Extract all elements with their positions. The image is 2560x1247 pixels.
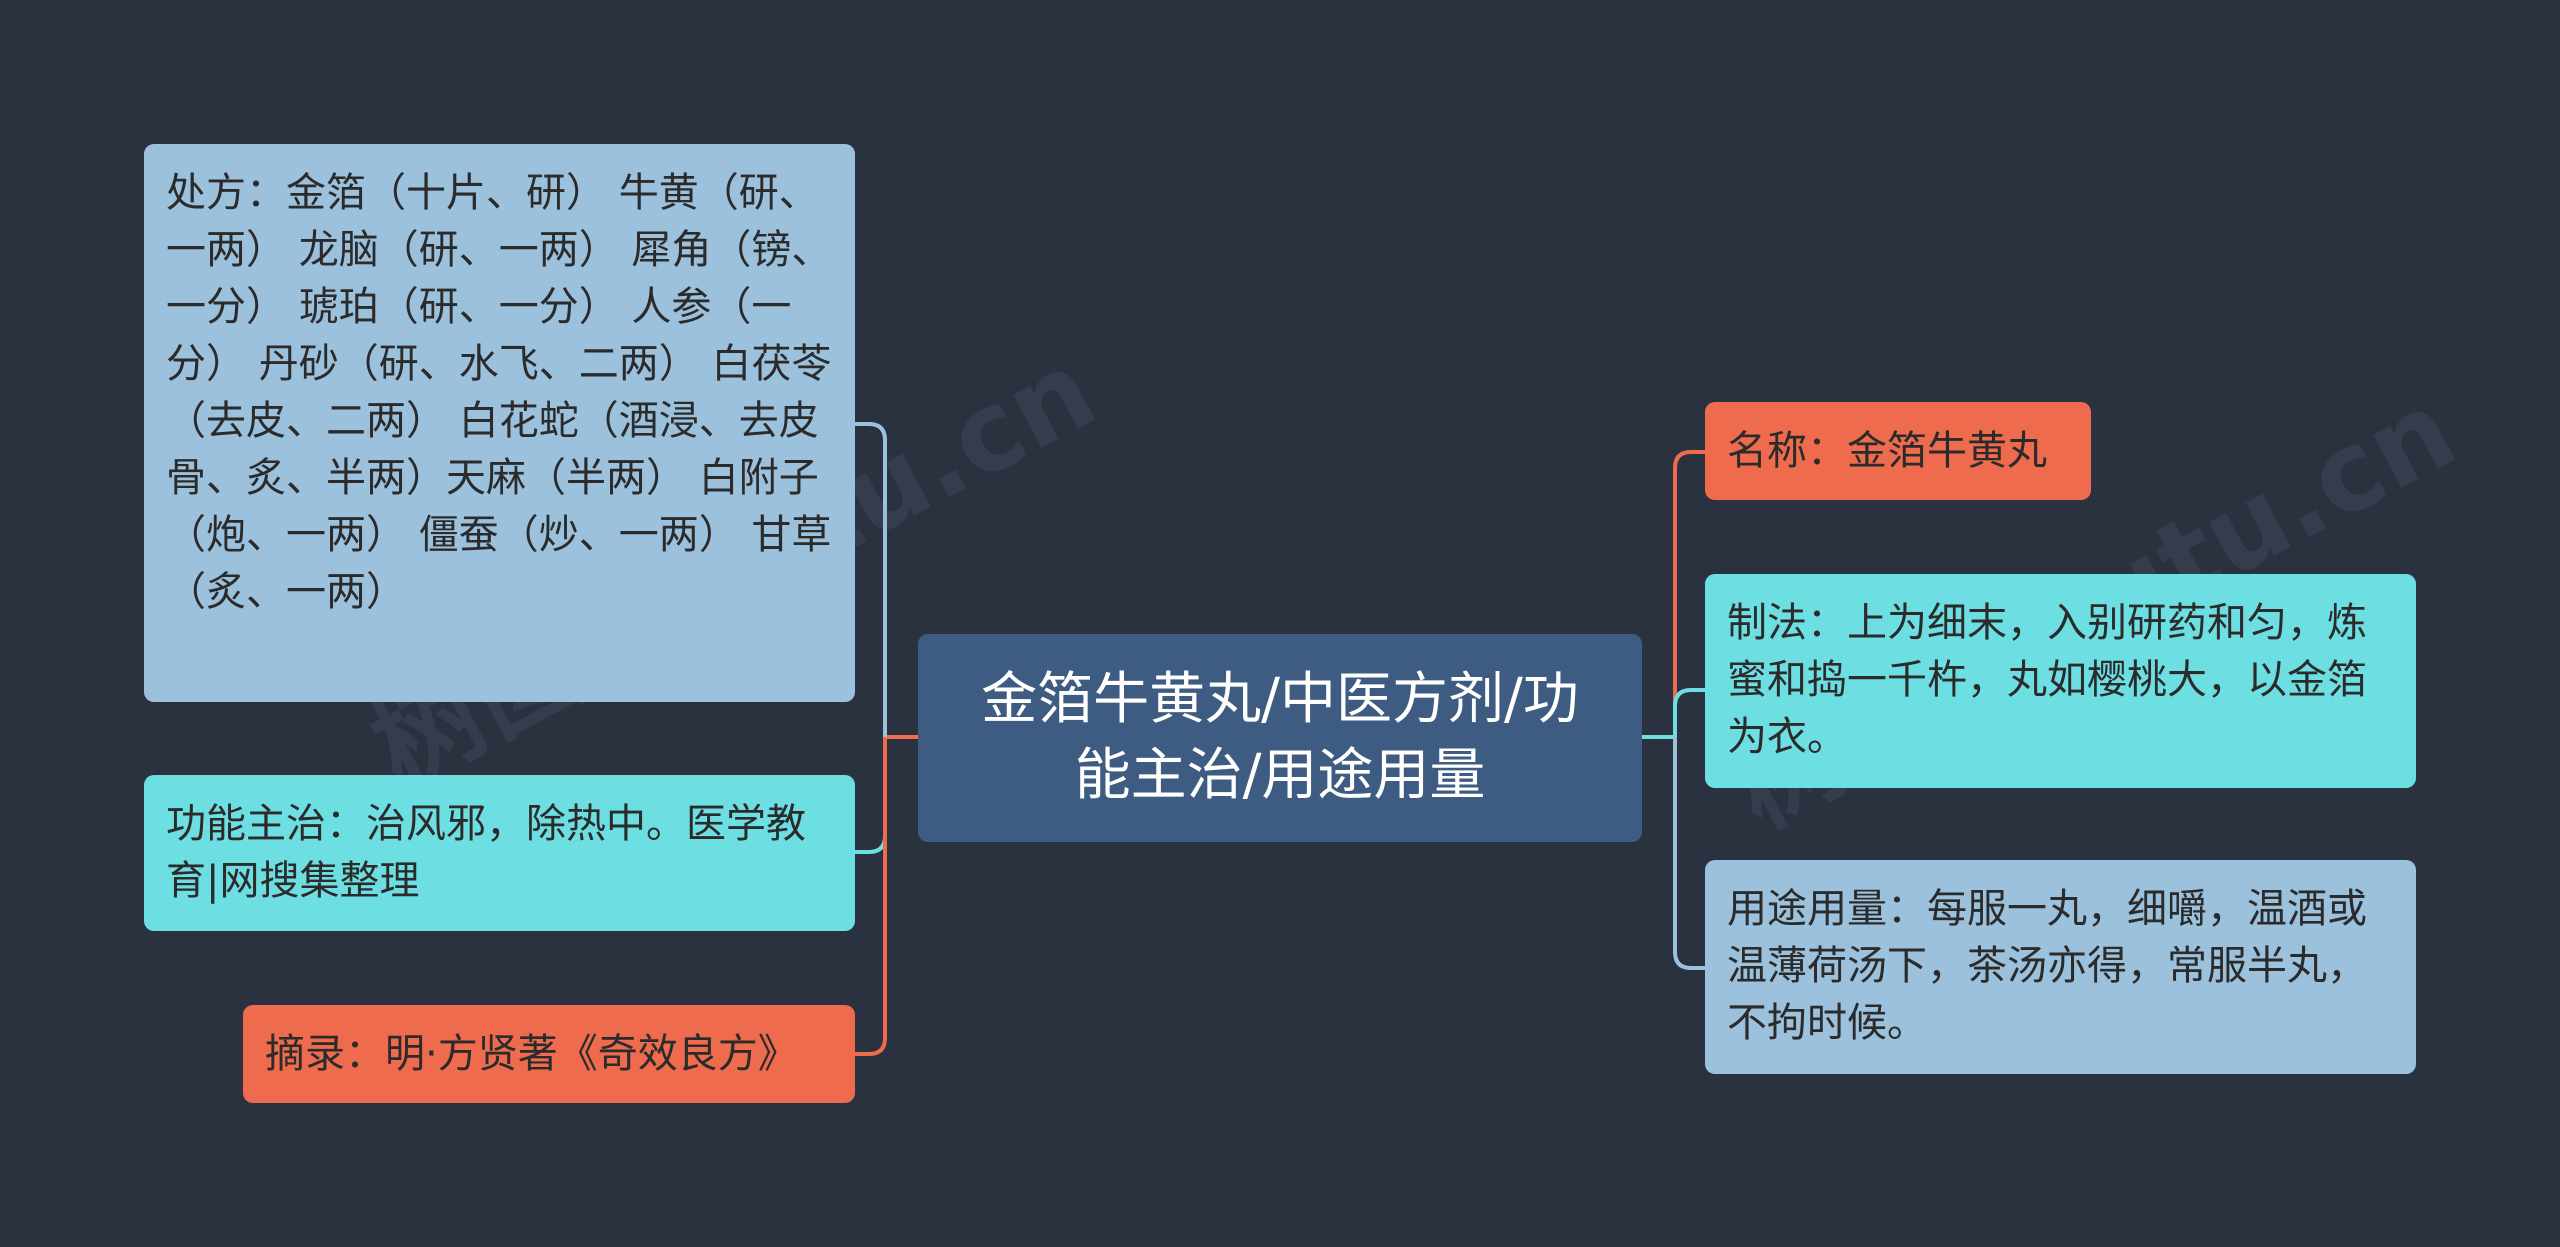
- function-node[interactable]: 功能主治：治风邪，除热中。医学教育|网搜集整理: [144, 775, 855, 931]
- name-text: 名称：金箔牛黄丸: [1727, 428, 2047, 474]
- connector-right-name: [1673, 450, 1705, 737]
- method-text: 制法：上为细末，入别研药和匀，炼蜜和捣一千杵，丸如樱桃大，以金箔为衣。: [1727, 600, 2367, 760]
- method-node[interactable]: 制法：上为细末，入别研药和匀，炼蜜和捣一千杵，丸如樱桃大，以金箔为衣。: [1705, 574, 2416, 788]
- connector-left-source: [855, 737, 887, 1056]
- connector-left-function: [855, 737, 887, 854]
- prescription-node[interactable]: 处方：金箔（十片、研） 牛黄（研、一两） 龙脑（研、一两） 犀角（镑、一分） 琥…: [144, 144, 855, 702]
- usage-text: 用途用量：每服一丸，细嚼，温酒或温薄荷汤下，茶汤亦得，常服半丸，不拘时候。: [1727, 886, 2367, 1046]
- prescription-text: 处方：金箔（十片、研） 牛黄（研、一两） 龙脑（研、一两） 犀角（镑、一分） 琥…: [166, 170, 832, 615]
- central-topic-node[interactable]: 金箔牛黄丸/中医方剂/功能主治/用途用量: [918, 634, 1642, 842]
- name-node[interactable]: 名称：金箔牛黄丸: [1705, 402, 2091, 500]
- central-topic-label: 金箔牛黄丸/中医方剂/功能主治/用途用量: [981, 667, 1579, 808]
- source-node[interactable]: 摘录：明·方贤著《奇效良方》: [243, 1005, 855, 1103]
- source-text: 摘录：明·方贤著《奇效良方》: [265, 1031, 798, 1077]
- usage-node[interactable]: 用途用量：每服一丸，细嚼，温酒或温薄荷汤下，茶汤亦得，常服半丸，不拘时候。: [1705, 860, 2416, 1074]
- function-text: 功能主治：治风邪，除热中。医学教育|网搜集整理: [166, 801, 806, 904]
- connector-right-method: [1673, 688, 1705, 737]
- connector-right-usage: [1673, 737, 1705, 970]
- connector-left-prescription: [855, 422, 887, 737]
